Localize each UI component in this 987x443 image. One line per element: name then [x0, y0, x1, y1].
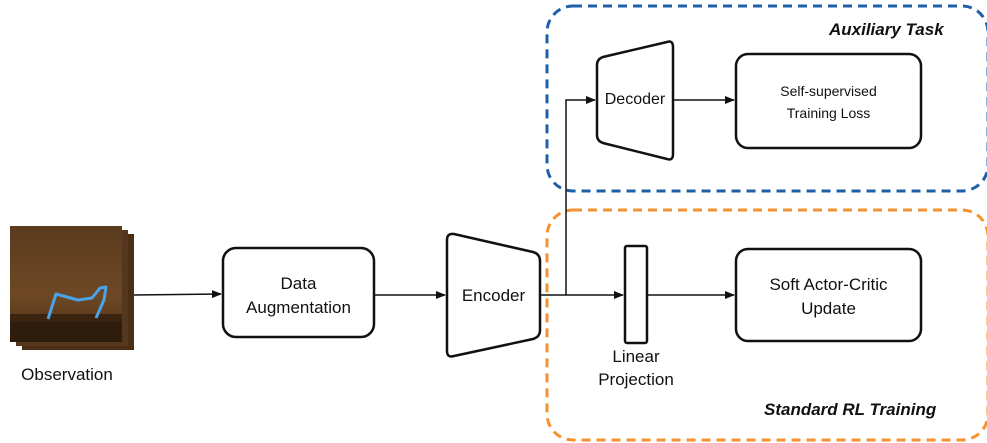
- linear-projection-bar: [623, 244, 649, 345]
- arrow-encoder-to-decoder: [565, 96, 596, 295]
- self-supervised-loss-box: [734, 52, 923, 150]
- self-supervised-loss-line2: Training Loss: [786, 105, 871, 121]
- linear-projection-label: Linear Projection: [586, 345, 686, 391]
- sac-update-box: [734, 247, 923, 343]
- decoder-shape: [595, 40, 675, 161]
- sac-update-line1: Soft Actor-Critic: [769, 275, 888, 294]
- auxiliary-task-title: Auxiliary Task: [829, 20, 944, 39]
- linear-projection-line1: Linear: [612, 347, 660, 366]
- auxiliary-task-group: [545, 4, 987, 193]
- arrow-observation-to-augmentation: [133, 290, 222, 299]
- sac-update-line2: Update: [801, 299, 856, 318]
- data-augmentation-box: [221, 246, 376, 339]
- standard-rl-title: Standard RL Training: [764, 400, 937, 419]
- data-augmentation-label: Data Augmentation: [223, 272, 374, 320]
- encoder-label: Encoder: [461, 286, 526, 305]
- sac-update-label: Soft Actor-Critic Update: [736, 273, 921, 321]
- self-supervised-loss-line1: Self-supervised: [780, 83, 877, 99]
- data-augmentation-line2: Augmentation: [246, 298, 351, 317]
- observation-label: Observation: [21, 365, 113, 384]
- linear-projection-line2: Projection: [598, 370, 674, 389]
- walker-figure: [46, 285, 108, 320]
- encoder-shape: [445, 232, 542, 358]
- data-augmentation-line1: Data: [280, 274, 317, 293]
- observation-stack: [10, 226, 134, 350]
- decoder-label: Decoder: [604, 91, 666, 108]
- self-supervised-loss-label: Self-supervised Training Loss: [736, 80, 921, 124]
- standard-rl-group: [545, 208, 987, 442]
